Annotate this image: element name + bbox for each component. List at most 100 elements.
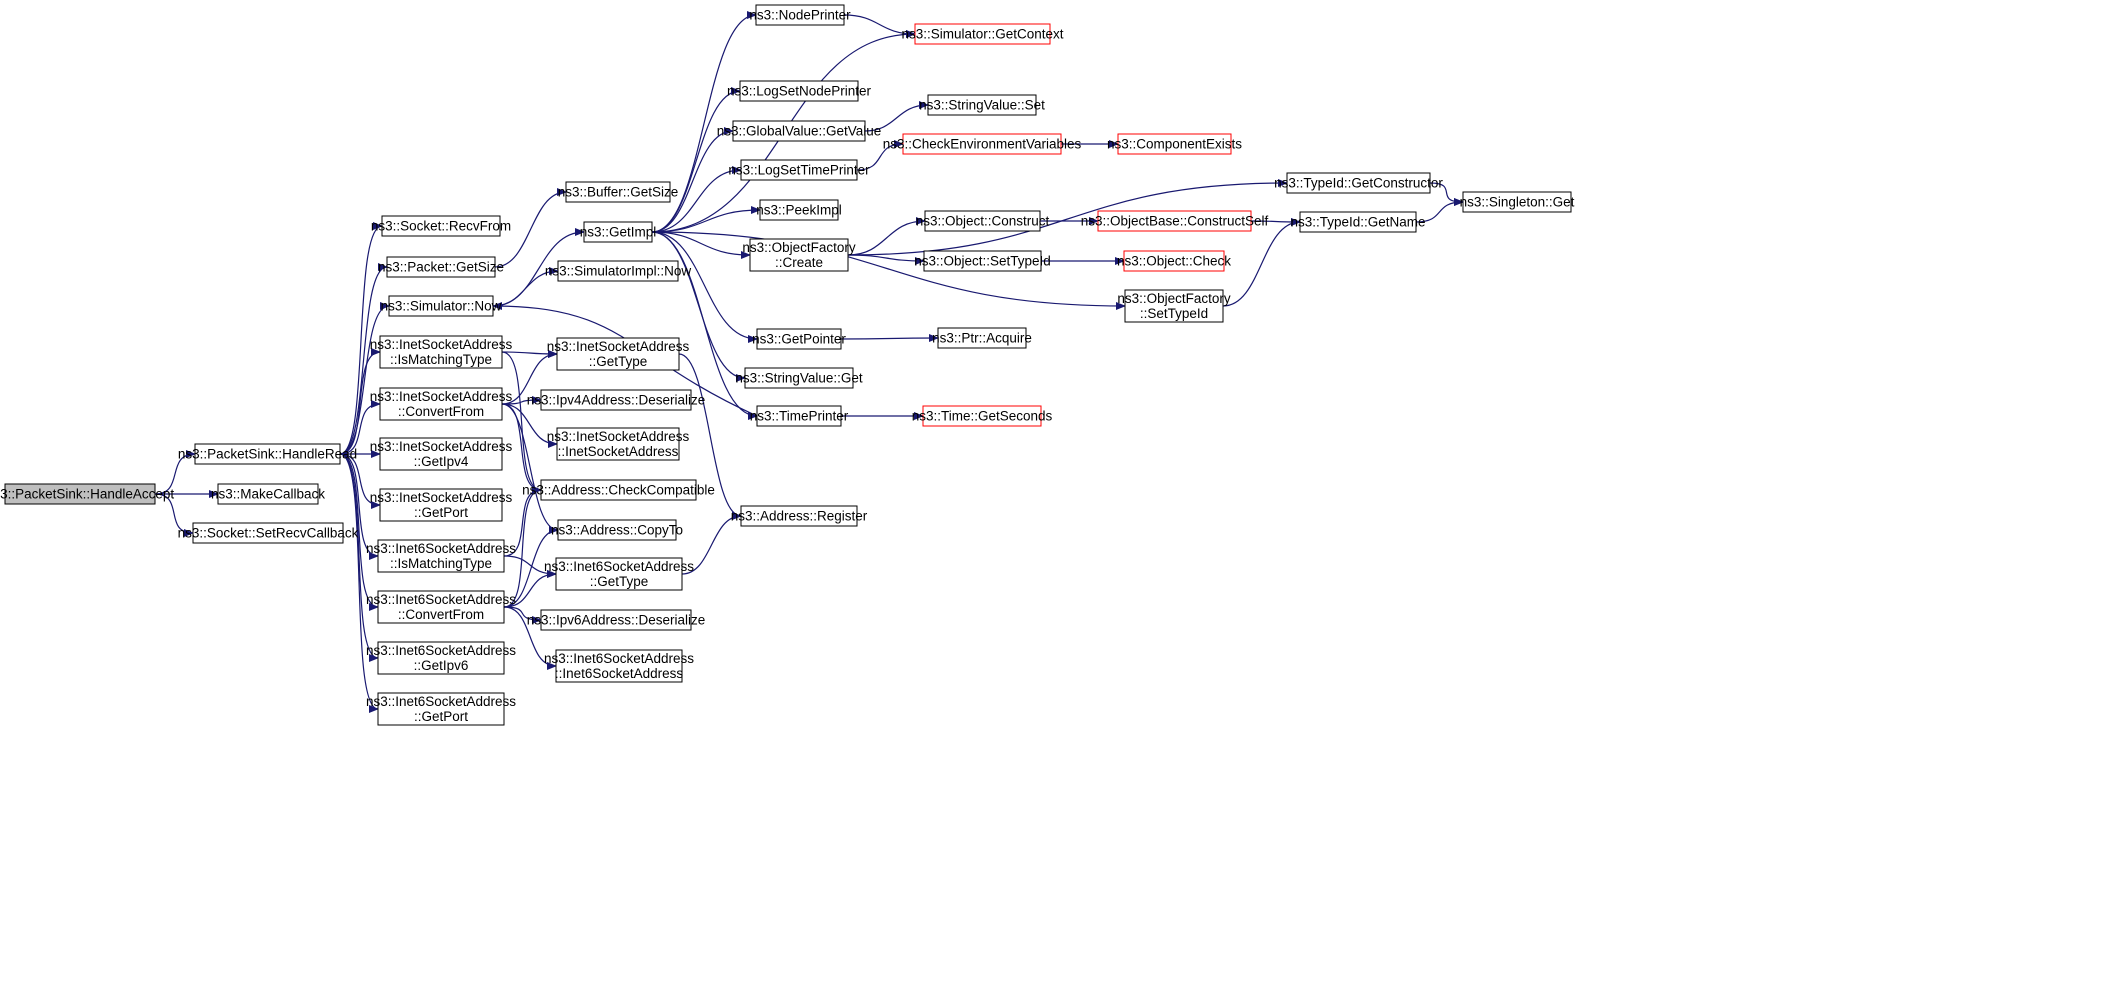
- node-box: [927, 94, 1037, 116]
- graph-node-n13[interactable]: ns3::Inet6SocketAddress::GetIpv6: [366, 641, 516, 675]
- node-label: ::GetIpv4: [414, 454, 469, 469]
- graph-node-n47[interactable]: ns3::Object::Check: [1117, 250, 1231, 272]
- node-box: [759, 199, 839, 221]
- node-label: ::GetPort: [414, 505, 468, 520]
- node-box: [386, 256, 496, 278]
- graph-node-n14[interactable]: ns3::Inet6SocketAddress::GetPort: [366, 692, 516, 726]
- edge-n1-n7: [339, 348, 381, 455]
- graph-node-n29[interactable]: ns3::LogSetTimePrinter: [728, 159, 870, 181]
- node-label: ns3::Singleton::Get: [1460, 195, 1575, 210]
- node-label: ns3::InetSocketAddress: [370, 389, 513, 404]
- node-label: ::Create: [775, 255, 823, 270]
- edge-n12-n23: [503, 570, 557, 608]
- node-label: ns3::Inet6SocketAddress: [366, 592, 516, 607]
- edge-n16-n29: [651, 166, 742, 233]
- graph-node-n4[interactable]: ns3::Socket::RecvFrom: [371, 215, 511, 237]
- graph-node-n10[interactable]: ns3::InetSocketAddress::GetPort: [370, 488, 513, 522]
- graph-node-n25[interactable]: ns3::Inet6SocketAddress::Inet6SocketAddr…: [544, 649, 694, 683]
- edge-n23-n35: [681, 512, 742, 575]
- edge-n48-n49: [1415, 198, 1464, 223]
- node-box: [756, 328, 842, 350]
- node-label: ns3::GlobalValue::GetValue: [717, 124, 882, 139]
- edge-n16-n42: [651, 231, 1126, 310]
- node-box: [739, 80, 859, 102]
- graph-node-n33[interactable]: ns3::StringValue::Get: [735, 367, 863, 389]
- graph-node-n6[interactable]: ns3::Simulator::Now: [381, 295, 502, 317]
- graph-node-n45[interactable]: ns3::TypeId::GetConstructor: [1274, 172, 1443, 194]
- edge-n29-n38: [856, 140, 904, 171]
- node-box: [583, 221, 653, 243]
- graph-node-n18[interactable]: ns3::InetSocketAddress::GetType: [547, 337, 690, 371]
- edge-n1-n11: [339, 453, 379, 560]
- graph-node-n30[interactable]: ns3::PeekImpl: [756, 199, 842, 221]
- graph-node-n23[interactable]: ns3::Inet6SocketAddress::GetType: [544, 557, 694, 591]
- node-box: [740, 159, 858, 181]
- graph-node-n8[interactable]: ns3::InetSocketAddress::ConvertFrom: [370, 387, 513, 421]
- graph-node-n36[interactable]: ns3::Simulator::GetContext: [901, 23, 1064, 45]
- graph-node-n48[interactable]: ns3::TypeId::GetName: [1290, 211, 1426, 233]
- node-box: [377, 539, 505, 573]
- graph-node-n11[interactable]: ns3::Inet6SocketAddress::IsMatchingType: [366, 539, 516, 573]
- graph-node-n7[interactable]: ns3::InetSocketAddress::IsMatchingType: [370, 335, 513, 369]
- node-box: [555, 649, 683, 683]
- graph-node-n24[interactable]: ns3::Ipv6Address::Deserialize: [527, 609, 706, 631]
- graph-node-n15[interactable]: ns3::Buffer::GetSize: [558, 181, 679, 203]
- graph-node-n22[interactable]: ns3::Address::CopyTo: [551, 519, 683, 541]
- graph-node-n32[interactable]: ns3::GetPointer: [752, 328, 846, 350]
- node-label: ns3::InetSocketAddress: [370, 337, 513, 352]
- graph-node-n35[interactable]: ns3::Address::Register: [731, 505, 868, 527]
- node-box: [914, 23, 1051, 45]
- graph-node-n46[interactable]: ns3::ObjectBase::ConstructSelf: [1081, 210, 1269, 232]
- node-label: ns3::Address::Register: [731, 509, 868, 524]
- graph-node-n12[interactable]: ns3::Inet6SocketAddress::ConvertFrom: [366, 590, 516, 624]
- graph-node-n38[interactable]: ns3::CheckEnvironmentVariables: [883, 133, 1082, 155]
- graph-node-n28[interactable]: ns3::GlobalValue::GetValue: [717, 120, 882, 142]
- graph-node-n2[interactable]: ns3::MakeCallback: [211, 483, 325, 505]
- edge-n12-n22: [503, 526, 559, 608]
- graph-node-n39[interactable]: ns3::ComponentExists: [1107, 133, 1242, 155]
- node-label: ns3::Object::SetTypeId: [914, 254, 1051, 269]
- graph-node-n3[interactable]: ns3::Socket::SetRecvCallback: [178, 522, 359, 544]
- node-label: ns3::StringValue::Set: [919, 98, 1045, 113]
- graph-node-n0[interactable]: ns3::PacketSink::HandleAccept: [0, 483, 174, 505]
- graph-node-n44[interactable]: ns3::Time::GetSeconds: [912, 405, 1053, 427]
- graph-node-n1[interactable]: ns3::PacketSink::HandleRead: [178, 443, 357, 465]
- node-label: ::ConvertFrom: [398, 404, 484, 419]
- node-label: ns3::Socket::SetRecvCallback: [178, 526, 359, 541]
- edge-n16-n27: [651, 87, 741, 233]
- node-box: [937, 327, 1027, 349]
- graph-node-n21[interactable]: ns3::Address::CheckCompatible: [522, 479, 715, 501]
- node-label: ns3::InetSocketAddress: [370, 439, 513, 454]
- node-label: ::GetIpv6: [414, 658, 469, 673]
- graph-node-n41[interactable]: ns3::Object::SetTypeId: [914, 250, 1051, 272]
- node-label: ::GetType: [590, 574, 649, 589]
- graph-node-n26[interactable]: ns3::NodePrinter: [749, 4, 851, 26]
- graph-node-n42[interactable]: ns3::ObjectFactory::SetTypeId: [1117, 289, 1231, 323]
- edge-n16-n26: [651, 11, 757, 233]
- graph-node-n17[interactable]: ns3::SimulatorImpl::Now: [545, 260, 692, 282]
- node-label: ns3::PacketSink::HandleAccept: [0, 487, 174, 502]
- node-label: ns3::Simulator::Now: [381, 299, 502, 314]
- edge-n0-n3: [154, 493, 194, 537]
- node-label: ns3::TypeId::GetConstructor: [1274, 176, 1443, 191]
- edge-n1-n4: [339, 222, 383, 455]
- graph-node-n27[interactable]: ns3::LogSetNodePrinter: [727, 80, 872, 102]
- graph-node-n19[interactable]: ns3::Ipv4Address::Deserialize: [527, 389, 706, 411]
- graph-node-n34[interactable]: ns3::TimePrinter: [750, 405, 849, 427]
- graph-node-n43[interactable]: ns3::Ptr::Acquire: [932, 327, 1032, 349]
- graph-node-n9[interactable]: ns3::InetSocketAddress::GetIpv4: [370, 437, 513, 471]
- graph-node-n49[interactable]: ns3::Singleton::Get: [1460, 191, 1575, 213]
- graph-node-n31[interactable]: ns3::ObjectFactory::Create: [742, 238, 856, 272]
- graph-node-n16[interactable]: ns3::GetImpl: [580, 221, 657, 243]
- node-label: ns3::Inet6SocketAddress: [366, 541, 516, 556]
- edge-n18-n35: [678, 353, 742, 520]
- graph-node-n37[interactable]: ns3::StringValue::Set: [919, 94, 1045, 116]
- graph-node-n5[interactable]: ns3::Packet::GetSize: [378, 256, 504, 278]
- edge-n1-n8: [339, 400, 381, 455]
- edge-n1-n10: [339, 453, 381, 509]
- graph-node-n40[interactable]: ns3::Object::Construct: [916, 210, 1050, 232]
- node-label: ns3::InetSocketAddress: [547, 339, 690, 354]
- node-label: ns3::TimePrinter: [750, 409, 849, 424]
- graph-node-n20[interactable]: ns3::InetSocketAddress::InetSocketAddres…: [547, 427, 690, 461]
